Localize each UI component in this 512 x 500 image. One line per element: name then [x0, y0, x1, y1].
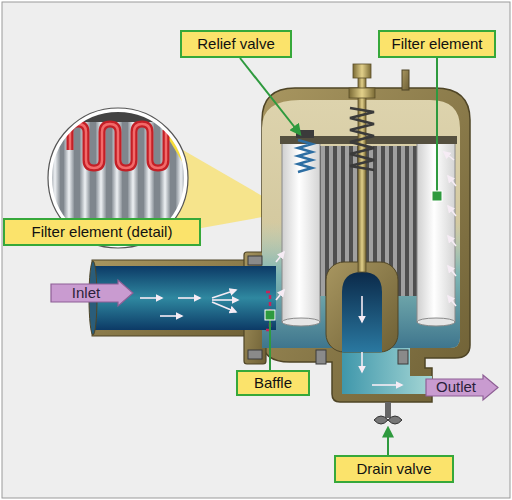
bolt	[398, 350, 408, 364]
arrow-outline	[51, 280, 133, 306]
flow-arrow	[160, 315, 182, 317]
label-text: Relief valve	[197, 36, 275, 53]
drain-valve-part	[374, 402, 402, 424]
label-text: Baffle	[254, 375, 292, 392]
cylinder-end	[282, 318, 320, 326]
flow-arrow-label: Inlet	[50, 279, 134, 307]
flow-arrow	[212, 302, 236, 312]
flow-arrow	[361, 352, 363, 372]
vent-tube	[402, 70, 409, 90]
flow-arrow	[140, 297, 162, 299]
bolt	[316, 350, 326, 364]
standpipe-wall	[326, 262, 398, 352]
leader-end	[432, 191, 442, 201]
drain-stem	[385, 402, 391, 418]
relief-valve-part	[296, 130, 314, 172]
callout-label: Baffle	[236, 370, 310, 396]
callout-label: Drain valve	[334, 455, 454, 483]
flow-arrow	[448, 296, 456, 306]
bolt	[248, 350, 262, 359]
flange-bolts	[248, 256, 408, 364]
leader-line	[269, 316, 271, 370]
bolt-head	[353, 64, 371, 78]
leader-line	[387, 428, 389, 455]
flow-arrow	[178, 297, 200, 299]
outlet-standpipe	[326, 262, 398, 352]
callout-label: Relief valve	[180, 30, 292, 58]
label-text: Filter element	[392, 36, 483, 53]
flow-arrow	[212, 290, 236, 298]
flow-arrow	[276, 252, 284, 262]
flow-arrow	[444, 152, 454, 160]
label-text: Outlet	[436, 379, 476, 396]
bolt	[248, 256, 262, 265]
flow-arrow	[448, 176, 456, 186]
leader-end	[265, 310, 275, 320]
flow-arrow	[448, 236, 456, 246]
center-bolt	[349, 64, 375, 272]
center-rod	[358, 72, 366, 272]
callout-label: Filter element (detail)	[3, 218, 201, 246]
flow-arrow	[448, 266, 456, 276]
pleat-highlight	[70, 124, 166, 168]
filter-cylinder	[282, 142, 320, 322]
leader-line	[436, 58, 438, 193]
label-text: Inlet	[72, 285, 100, 302]
drain-wing	[374, 416, 402, 424]
center-spring	[350, 108, 374, 170]
flow-arrow	[448, 206, 456, 216]
bolt-nut	[349, 88, 375, 98]
leader-ends	[265, 191, 442, 320]
valve-spring	[298, 140, 312, 172]
pleat-path	[70, 124, 166, 168]
outlet-fuel	[342, 348, 434, 396]
flow-arrow	[372, 384, 402, 386]
flow-arrow	[361, 296, 363, 322]
leader-line	[240, 58, 300, 134]
label-text: Filter element (detail)	[32, 224, 173, 241]
cylinder-end	[417, 318, 455, 326]
flow-arrow-label: Outlet	[425, 374, 499, 401]
arrow-outline	[426, 375, 498, 400]
flow-arrow	[276, 290, 284, 300]
callout-label: Filter element	[378, 30, 496, 58]
flow-arrow	[212, 299, 238, 301]
standpipe-bore	[342, 272, 382, 352]
label-text: Drain valve	[356, 461, 431, 478]
